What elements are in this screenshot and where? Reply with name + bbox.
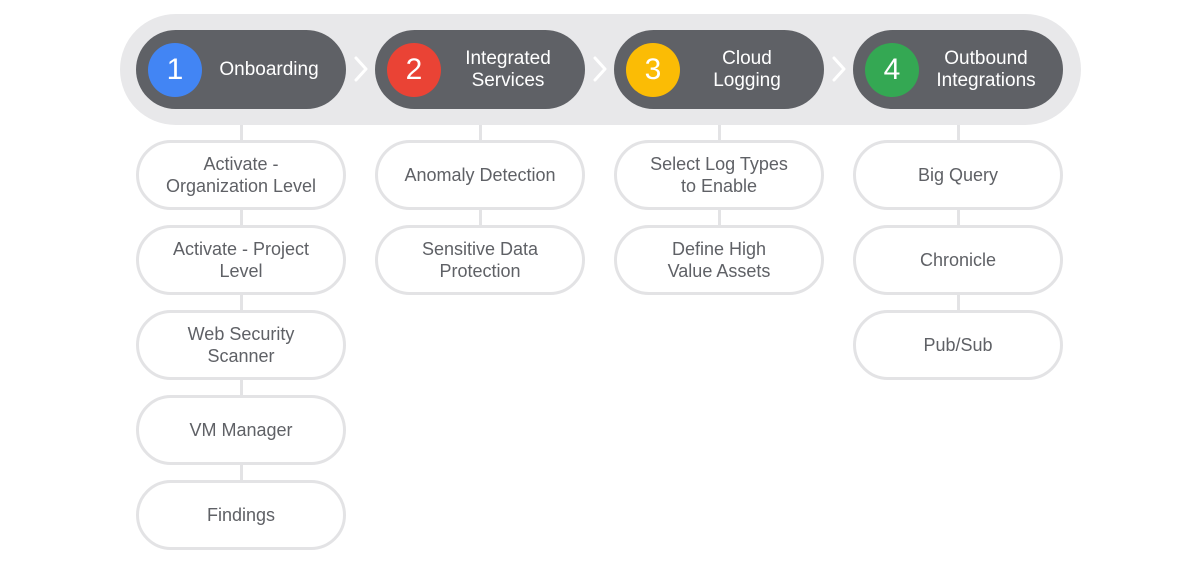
connector-line (718, 125, 721, 140)
step-title: Outbound Integrations (936, 47, 1036, 91)
step-number-badge: 2 (387, 43, 441, 97)
step-onboarding: 1 Onboarding (136, 30, 346, 109)
item-big-query: Big Query (853, 140, 1063, 210)
step-number-badge: 1 (148, 43, 202, 97)
item-activate-project-level: Activate - Project Level (136, 225, 346, 295)
item-chronicle: Chronicle (853, 225, 1063, 295)
chevron-right-icon (354, 56, 368, 82)
connector-line (479, 125, 482, 140)
connector-line (240, 295, 243, 310)
chevron-right-icon (832, 56, 846, 82)
item-web-security-scanner: Web Security Scanner (136, 310, 346, 380)
step-title: Cloud Logging (713, 47, 781, 91)
item-sensitive-data-protection: Sensitive Data Protection (375, 225, 585, 295)
connector-line (240, 380, 243, 395)
step-cloud-logging: 3 Cloud Logging (614, 30, 824, 109)
step-title: Integrated Services (465, 47, 551, 91)
connector-line (240, 125, 243, 140)
step-outbound-integrations: 4 Outbound Integrations (853, 30, 1063, 109)
connector-line (479, 210, 482, 225)
item-anomaly-detection: Anomaly Detection (375, 140, 585, 210)
step-title: Onboarding (219, 58, 319, 80)
item-select-log-types: Select Log Types to Enable (614, 140, 824, 210)
item-findings: Findings (136, 480, 346, 550)
connector-line (718, 210, 721, 225)
chevron-right-icon (593, 56, 607, 82)
connector-line (240, 210, 243, 225)
connector-line (957, 210, 960, 225)
item-define-high-value-assets: Define High Value Assets (614, 225, 824, 295)
connector-line (957, 295, 960, 310)
item-vm-manager: VM Manager (136, 395, 346, 465)
step-number-badge: 3 (626, 43, 680, 97)
item-activate-organization-level: Activate - Organization Level (136, 140, 346, 210)
step-number-badge: 4 (865, 43, 919, 97)
connector-line (957, 125, 960, 140)
step-integrated-services: 2 Integrated Services (375, 30, 585, 109)
connector-line (240, 465, 243, 480)
item-pub-sub: Pub/Sub (853, 310, 1063, 380)
